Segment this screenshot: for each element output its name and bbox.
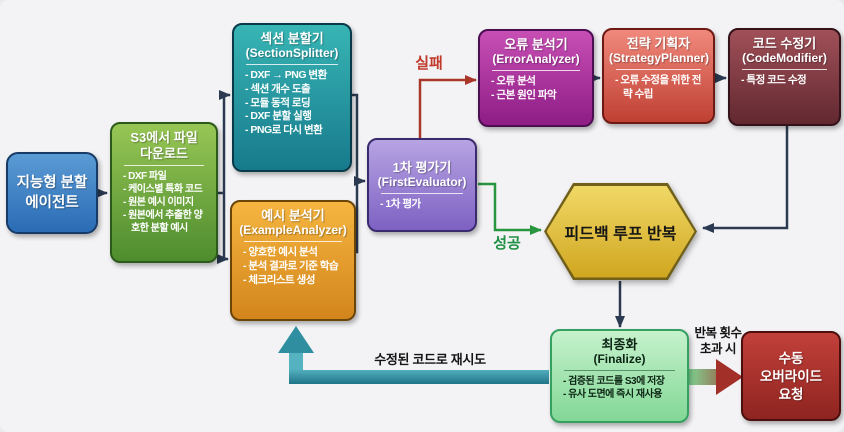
node-s3-file-download: S3에서 파일 다운로드 - DXF 파일 - 케이스별 특화 코드 - 원본 … <box>110 122 218 263</box>
edge-label-success: 성공 <box>493 235 521 252</box>
list-item: - DXF → PNG 변환 <box>245 69 327 82</box>
edge-overflow-arrowhead <box>716 359 743 395</box>
divider <box>124 165 204 167</box>
node-strategy-planner: 전략 기획자 (StrategyPlanner) - 오류 수정을 위한 전략 … <box>602 28 715 124</box>
divider <box>616 69 701 71</box>
list-item: - 특정 코드 수정 <box>741 74 807 87</box>
node-manual-override-request: 수동 오버라이드 요청 <box>741 331 841 421</box>
node-section-splitter: 섹션 분할기 (SectionSplitter) - DXF → PNG 변환 … <box>232 23 352 172</box>
list-item: - 오류 수정을 위한 전략 수립 <box>615 74 701 101</box>
node-error-analyzer: 오류 분석기 (ErrorAnalyzer) - 오류 분석 - 근본 원인 파… <box>478 29 594 127</box>
node-subtitle: (FirstEvaluator) <box>377 174 467 189</box>
node-intelligent-split-agent: 지능형 분할 에이전트 <box>6 152 98 234</box>
edge-success <box>478 182 542 235</box>
node-first-evaluator: 1차 평가기 (FirstEvaluator) - 1차 평가 <box>367 138 477 232</box>
node-title: 전략 기획자 <box>626 36 691 51</box>
divider <box>564 370 675 372</box>
node-item-list: - 오류 수정을 위한 전략 수립 <box>609 74 708 101</box>
node-finalize: 최종화 (Finalize) - 검증된 코드를 S3에 저장 - 유사 도면에… <box>550 329 689 423</box>
node-code-modifier: 코드 수정기 (CodeModifier) - 특정 코드 수정 <box>728 28 841 126</box>
list-item: - 분석 결과로 기준 학습 <box>243 260 339 273</box>
list-item: - 케이스별 특화 코드 <box>123 184 203 196</box>
node-item-list: - 1차 평가 <box>374 198 470 212</box>
node-item-list: - 특정 코드 수정 <box>735 74 834 88</box>
divider <box>246 64 338 66</box>
node-title: 에이전트 <box>25 195 79 211</box>
node-title: 섹션 분할기 <box>260 31 324 46</box>
node-subtitle: (Finalize) <box>593 351 646 366</box>
edge-fail <box>418 75 477 138</box>
node-item-list: - 양호한 예시 분석 - 분석 결과로 기준 학습 - 체크리스트 생성 <box>237 246 349 287</box>
node-example-analyzer: 예시 분석기 (ExampleAnalyzer) - 양호한 예시 분석 - 분… <box>230 200 356 321</box>
node-title: 오버라이드 <box>759 368 823 384</box>
list-item: - 유사 도면에 즉시 재사용 <box>563 389 662 401</box>
edge-code-to-loop <box>702 126 789 233</box>
list-item: - 체크리스트 생성 <box>243 273 315 286</box>
list-item: - 양호한 예시 분석 <box>243 246 318 259</box>
divider <box>381 193 463 195</box>
list-item: - 오류 분석 <box>491 75 536 88</box>
edge-label-overflow: 반복 횟수 초과 시 <box>684 326 752 357</box>
node-item-list: - DXF → PNG 변환 - 섹션 개수 도출 - 모듈 동적 로딩 - D… <box>239 69 345 137</box>
list-item: - 근본 원인 파악 <box>491 89 557 102</box>
divider <box>244 241 342 243</box>
node-subtitle: (ErrorAnalyzer) <box>492 51 580 66</box>
node-subtitle: (StrategyPlanner) <box>609 50 710 65</box>
list-item: - 원본 예시 이미지 <box>123 197 194 209</box>
node-item-list: - 검증된 코드를 S3에 저장 - 유사 도면에 즉시 재사용 <box>557 375 682 401</box>
node-title: 최종화 <box>601 337 638 352</box>
node-title: 1차 평가기 <box>392 159 452 175</box>
list-item: - PNG로 다시 변환 <box>245 123 323 136</box>
node-item-list: - 오류 분석 - 근본 원인 파악 <box>485 75 587 102</box>
list-item: - 1차 평가 <box>380 198 421 211</box>
node-subtitle: (SectionSplitter) <box>245 45 339 60</box>
node-subtitle: (ExampleAnalyzer) <box>239 222 347 237</box>
list-item: - 원본에서 추출한 양호한 분할 예시 <box>123 210 203 235</box>
edge-label-overflow-line2: 초과 시 <box>700 341 736 356</box>
list-item: - DXF 파일 <box>123 171 167 183</box>
list-item: - 검증된 코드를 S3에 저장 <box>563 376 665 388</box>
node-title: 다운로드 <box>140 145 188 161</box>
node-title: 코드 수정기 <box>752 36 817 51</box>
divider <box>492 70 580 72</box>
node-subtitle: (CodeModifier) <box>742 50 827 65</box>
hexagon-fill: 피드백 루프 반복 <box>546 185 695 278</box>
edge-retry-arrowhead <box>278 326 314 353</box>
node-item-list: - DXF 파일 - 케이스별 특화 코드 - 원본 예시 이미지 - 원본에서… <box>117 170 211 235</box>
list-item: - 모듈 동적 로딩 <box>245 96 311 109</box>
node-title: 지능형 분할 <box>16 175 88 192</box>
list-item: - DXF 분할 실행 <box>245 110 312 123</box>
edge-label-fail: 실패 <box>415 55 443 72</box>
node-title: S3에서 파일 <box>130 130 198 145</box>
divider <box>742 69 827 71</box>
node-title: 피드백 루프 반복 <box>564 225 677 243</box>
edge-label-overflow-line1: 반복 횟수 <box>694 326 742 340</box>
node-title: 요청 <box>778 387 804 403</box>
edge-label-retry: 수정된 코드로 재시도 <box>374 352 486 367</box>
list-item: - 섹션 개수 도출 <box>245 83 311 96</box>
node-feedback-loop: 피드백 루프 반복 <box>544 183 697 280</box>
node-title: 예시 분석기 <box>261 208 325 223</box>
node-title: 오류 분석기 <box>504 37 568 52</box>
node-title: 수동 <box>778 350 804 366</box>
